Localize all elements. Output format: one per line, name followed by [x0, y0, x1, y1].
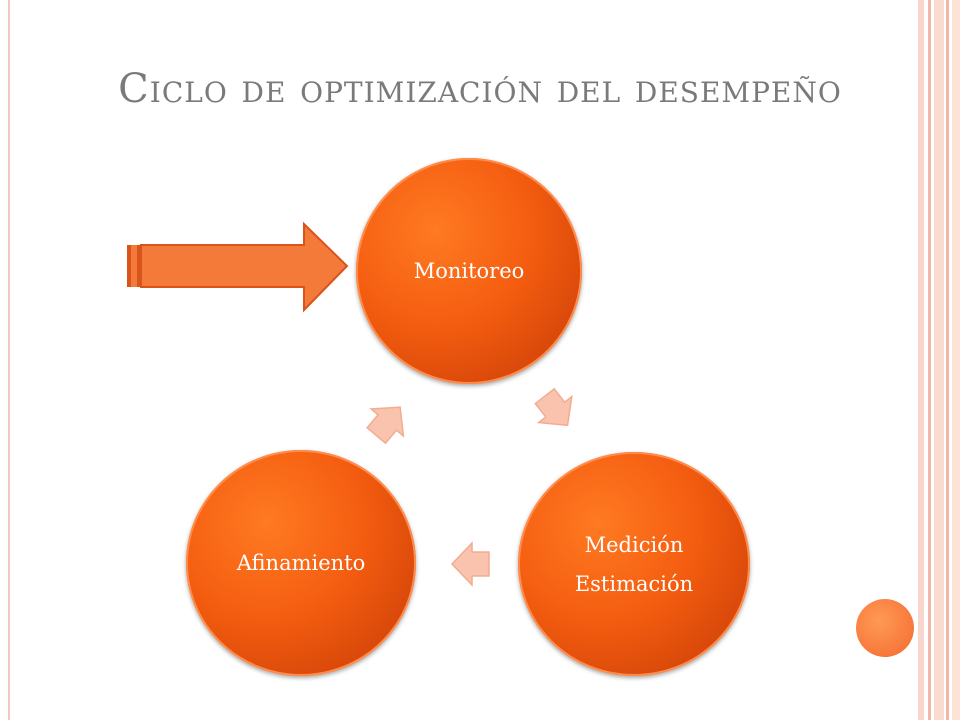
slide-frame-right	[918, 0, 924, 720]
node-label: Afinamiento	[236, 550, 366, 575]
node-afinamiento: Afinamiento	[186, 450, 416, 676]
cycle-arrow-medicion-afinamiento	[450, 541, 490, 587]
slide-frame-right	[946, 0, 949, 720]
slide-frame-right	[952, 0, 960, 720]
node-monitoreo: Monitoreo	[356, 158, 582, 384]
slide-frame-left	[8, 0, 10, 720]
cycle-arrow-afinamiento-monitoreo	[366, 406, 405, 445]
node-label: Monitoreo	[413, 258, 525, 283]
cycle-arrow-monitoreo-medicion	[534, 387, 573, 427]
node-label: Estimación	[574, 572, 694, 596]
slide-frame-right	[934, 0, 944, 720]
decorative-dot	[856, 599, 914, 657]
slide-title: Ciclo de optimización del desempeño	[118, 66, 842, 112]
node-medicion: Medición Estimación	[518, 452, 750, 676]
node-label: Medición	[584, 533, 684, 558]
entry-arrow	[127, 221, 349, 313]
slide-frame-right	[928, 0, 931, 720]
